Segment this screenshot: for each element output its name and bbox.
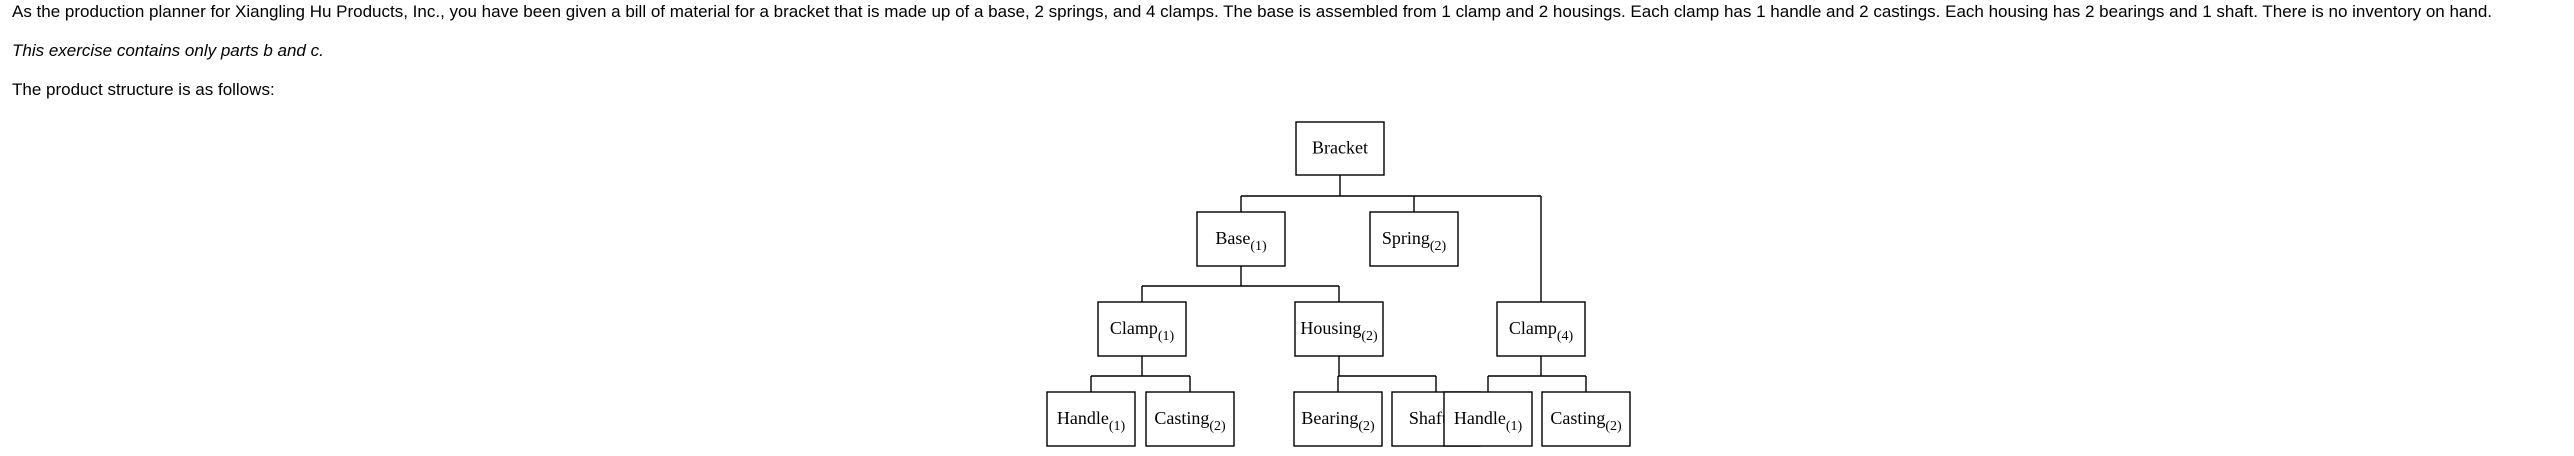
node-box bbox=[1496, 301, 1586, 357]
node-box bbox=[1097, 301, 1187, 357]
node-box bbox=[1294, 301, 1384, 357]
structure-intro: The product structure is as follows: bbox=[12, 80, 275, 99]
node-label: Bearing(2) bbox=[1301, 408, 1375, 434]
node-name: Handle bbox=[1454, 408, 1506, 428]
node-name: Clamp bbox=[1509, 318, 1557, 338]
node-handle-b: Handle(1) bbox=[1443, 391, 1533, 447]
node-label: Casting(2) bbox=[1550, 408, 1622, 434]
node-quantity: (2) bbox=[1358, 419, 1375, 434]
node-name: Casting bbox=[1550, 408, 1605, 428]
node-quantity: (1) bbox=[1250, 239, 1267, 254]
node-box bbox=[1145, 391, 1235, 447]
node-base: Base(1) bbox=[1196, 211, 1286, 267]
node-name: Housing bbox=[1300, 318, 1361, 338]
node-label: Clamp(1) bbox=[1110, 318, 1175, 344]
node-handle-a: Handle(1) bbox=[1046, 391, 1136, 447]
node-name: Shaft bbox=[1409, 408, 1447, 428]
node-name: Bracket bbox=[1312, 138, 1368, 158]
node-label: Handle(1) bbox=[1057, 408, 1126, 434]
node-casting-b: Casting(2) bbox=[1541, 391, 1631, 447]
node-casting-a: Casting(2) bbox=[1145, 391, 1235, 447]
node-box bbox=[1046, 391, 1136, 447]
exercise-note: This exercise contains only parts b and … bbox=[12, 41, 324, 60]
tree-nodes: BracketBase(1)Spring(2)Clamp(4)Clamp(1)H… bbox=[1046, 121, 1631, 447]
node-name: Clamp bbox=[1110, 318, 1158, 338]
node-quantity: (2) bbox=[1605, 419, 1622, 434]
node-box bbox=[1196, 211, 1286, 267]
node-name: Casting bbox=[1154, 408, 1209, 428]
node-box bbox=[1369, 211, 1459, 267]
node-quantity: (2) bbox=[1361, 329, 1378, 344]
node-label: Housing(2) bbox=[1300, 318, 1378, 344]
node-quantity: (1) bbox=[1506, 419, 1523, 434]
node-quantity: (2) bbox=[1209, 419, 1226, 434]
node-clamp1: Clamp(1) bbox=[1097, 301, 1187, 357]
node-quantity: (2) bbox=[1430, 239, 1447, 254]
node-label: Base(1) bbox=[1215, 228, 1267, 254]
node-label: Casting(2) bbox=[1154, 408, 1226, 434]
node-box bbox=[1443, 391, 1533, 447]
intro-paragraph: As the production planner for Xiangling … bbox=[12, 2, 2493, 21]
node-housing: Housing(2) bbox=[1294, 301, 1384, 357]
node-name: Handle bbox=[1057, 408, 1109, 428]
node-bearing: Bearing(2) bbox=[1293, 391, 1383, 447]
node-quantity: (1) bbox=[1109, 419, 1126, 434]
node-label: Clamp(4) bbox=[1509, 318, 1574, 344]
node-name: Spring bbox=[1382, 228, 1430, 248]
node-spring: Spring(2) bbox=[1369, 211, 1459, 267]
node-label: Spring(2) bbox=[1382, 228, 1447, 254]
node-quantity: (1) bbox=[1158, 329, 1175, 344]
tree-connectors bbox=[1090, 175, 1587, 392]
node-label: Handle(1) bbox=[1454, 408, 1523, 434]
node-box bbox=[1295, 121, 1385, 176]
node-box bbox=[1293, 391, 1383, 447]
node-name: Bearing bbox=[1301, 408, 1358, 428]
node-bracket: Bracket bbox=[1295, 121, 1385, 176]
node-label: Bracket bbox=[1312, 138, 1368, 158]
node-clamp4: Clamp(4) bbox=[1496, 301, 1586, 357]
node-box bbox=[1541, 391, 1631, 447]
node-quantity: (4) bbox=[1557, 329, 1574, 344]
node-name: Base bbox=[1215, 228, 1250, 248]
